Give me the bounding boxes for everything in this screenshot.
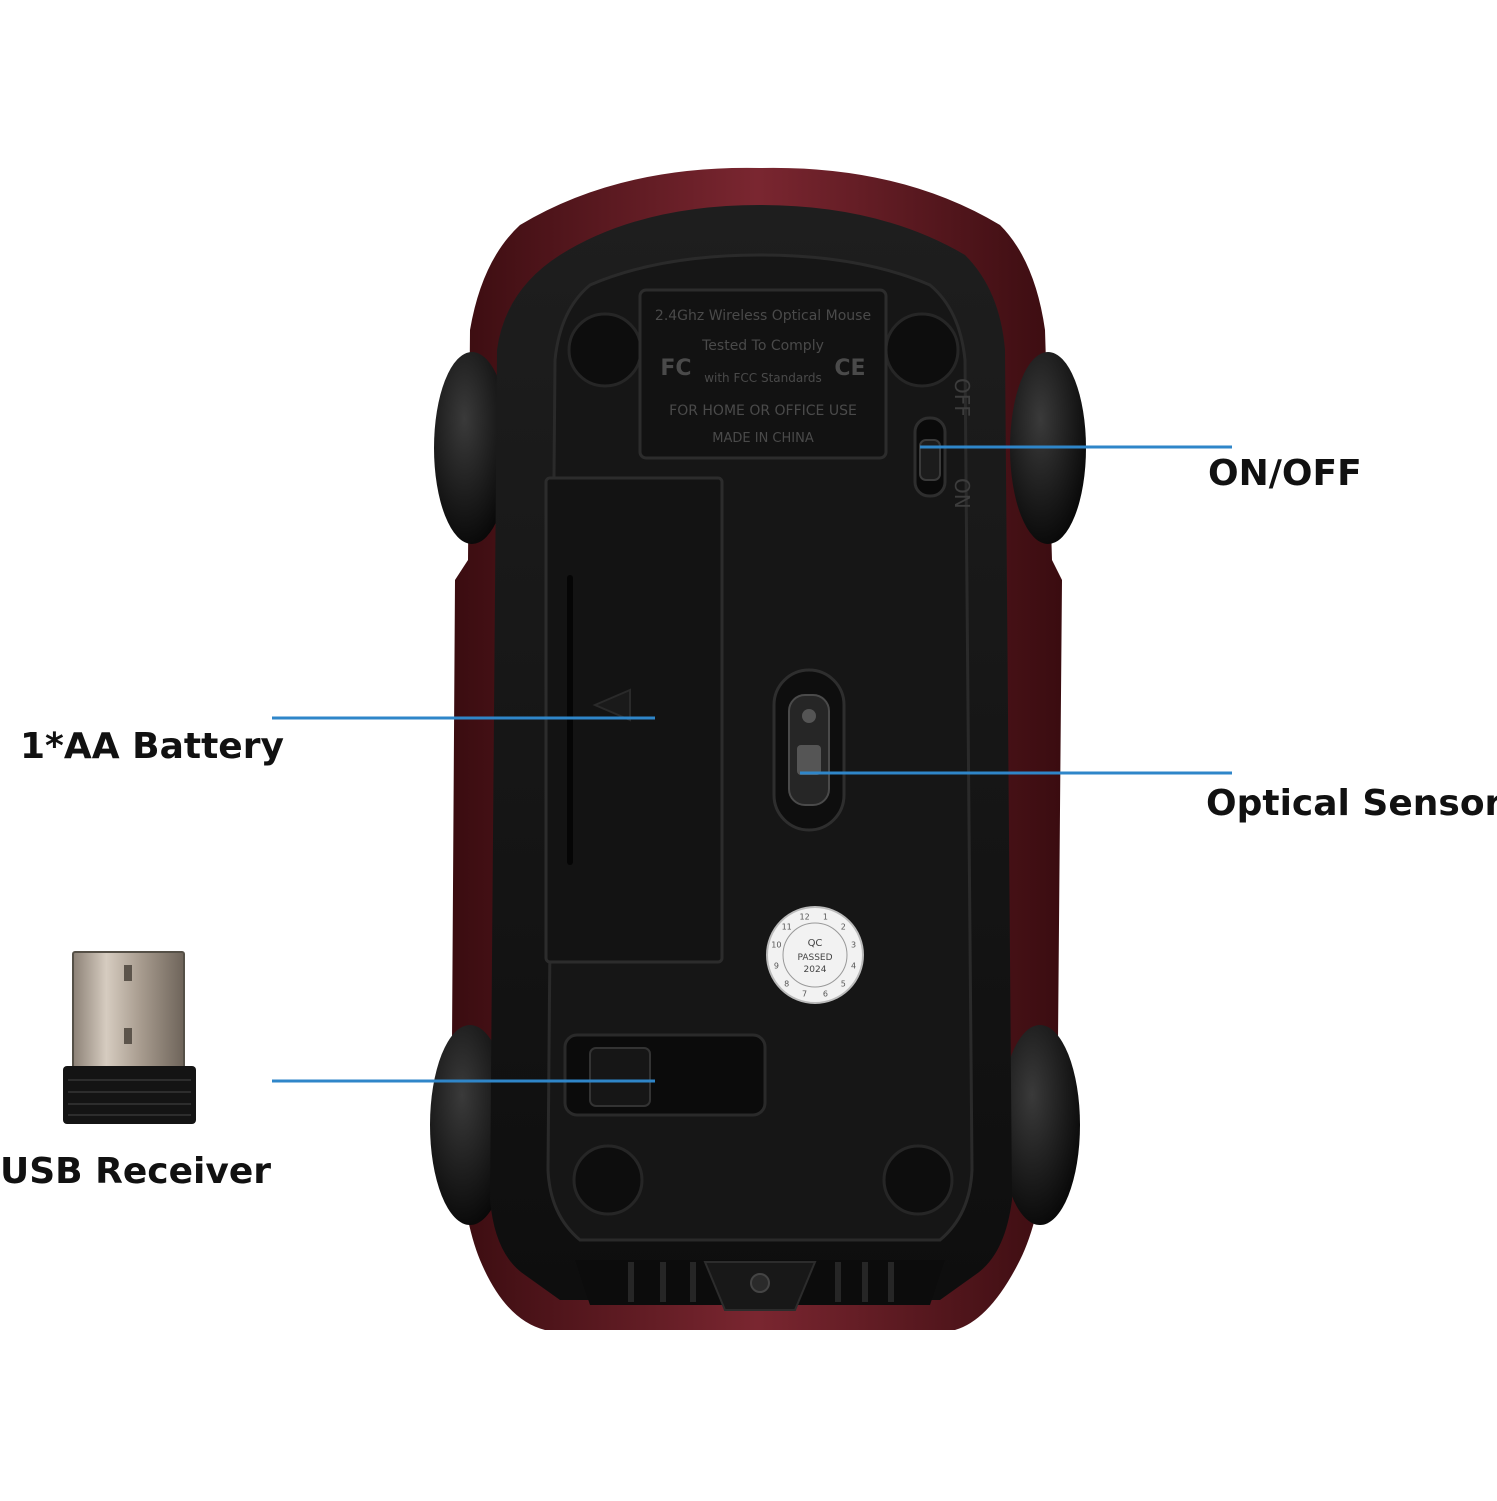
qc-sticker-number: 11 (782, 923, 792, 932)
callout-optical-sensor: Optical Sensor (1206, 783, 1497, 824)
usb-receiver-ridges (68, 1079, 191, 1116)
callout-usb-receiver: USB Receiver (0, 1151, 272, 1192)
grille-slots (628, 1262, 894, 1302)
label-line-4: FOR HOME OR OFFICE USE (669, 403, 857, 419)
qc-sticker-number: 1 (823, 912, 828, 921)
screw-icon (750, 1273, 770, 1293)
qc-sticker-year: 2024 (804, 965, 827, 975)
qc-sticker-number: 3 (851, 941, 856, 950)
battery-cover[interactable] (544, 476, 724, 964)
qc-sticker-number: 6 (823, 990, 828, 999)
wheel-rear-right (1000, 1025, 1080, 1225)
foot-pad (882, 1144, 954, 1216)
ce-mark: CE (834, 356, 865, 381)
qc-sticker-ring (782, 922, 848, 988)
wheel-front-left (434, 352, 510, 544)
qc-sticker-number: 8 (784, 979, 789, 988)
usb-receiver-contact (124, 1028, 132, 1044)
optical-sensor-lens (802, 709, 816, 723)
callout-on-off: ON/OFF (1208, 453, 1362, 494)
qc-sticker-number: 2 (841, 923, 846, 932)
qc-sticker-passed: PASSED (797, 953, 832, 963)
qc-sticker-number: 12 (800, 912, 810, 921)
qc-sticker-qc: QC (808, 938, 823, 949)
battery-slot (567, 575, 573, 865)
wheel-rear-left (430, 1025, 510, 1225)
foot-pad (884, 312, 960, 388)
switch-on-label: ON (950, 478, 974, 509)
label-line-2: Tested To Comply (701, 338, 824, 354)
foot-pad (572, 1144, 644, 1216)
qc-sticker-number: 5 (841, 979, 846, 988)
switch-off-label: OFF (950, 378, 974, 417)
foot-pad (567, 312, 643, 388)
optical-sensor-led (797, 745, 821, 775)
label-line-3: with FCC Standards (704, 371, 822, 385)
qc-sticker (766, 906, 864, 1004)
power-switch-knob[interactable] (919, 439, 941, 481)
qc-sticker-number: 9 (774, 961, 779, 970)
qc-sticker-number: 4 (851, 961, 856, 970)
compliance-label (638, 288, 888, 460)
qc-sticker-number: 7 (802, 990, 807, 999)
battery-arrow (592, 688, 631, 722)
receiver-storage-slot[interactable] (589, 1047, 651, 1107)
usb-receiver-contact (124, 965, 132, 981)
qc-sticker-number: 10 (771, 941, 781, 950)
label-line-1: 2.4Ghz Wireless Optical Mouse (655, 308, 871, 324)
label-line-5: MADE IN CHINA (712, 431, 814, 446)
callout-battery: 1*AA Battery (20, 726, 284, 767)
fcc-mark: FC (660, 356, 691, 381)
